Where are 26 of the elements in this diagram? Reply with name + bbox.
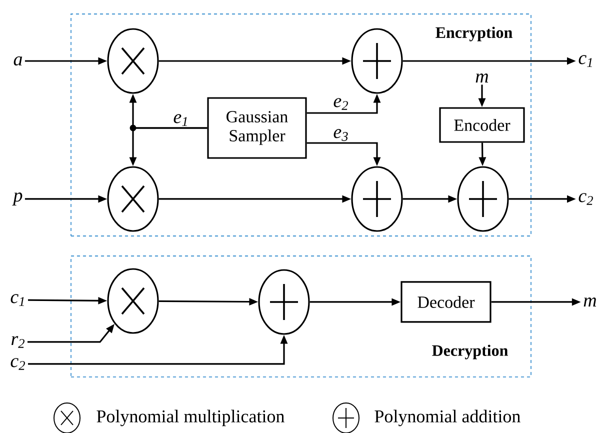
multiplier-circle xyxy=(107,268,159,334)
adder-circle xyxy=(351,166,403,232)
signal-label: p xyxy=(12,192,22,206)
adder-circle xyxy=(457,166,509,232)
signal-label: r$_{2}$ xyxy=(12,336,24,348)
adder-circle xyxy=(351,28,403,94)
legend-text: Polynomial addition xyxy=(374,410,520,426)
signal-label: c$_{2}$ xyxy=(10,358,25,370)
edge-label: e$_{1}$ xyxy=(172,113,190,127)
signal-label: m xyxy=(476,74,488,82)
signal-label: c$_{2}$ xyxy=(578,193,593,205)
signal-label: a xyxy=(14,56,22,66)
process-box: Encoder xyxy=(439,107,525,143)
edge-label: e$_{2}$ xyxy=(332,97,350,111)
process-box: Decoder xyxy=(400,281,492,323)
signal-label: c$_{1}$ xyxy=(10,294,24,306)
multiplier-circle xyxy=(107,166,159,232)
section-title: Encryption xyxy=(436,26,512,42)
signal-label: c$_{1}$ xyxy=(578,55,592,67)
adder-circle xyxy=(258,269,310,335)
multiplier-circle xyxy=(107,28,159,94)
edge-label: e$_{3}$ xyxy=(332,128,350,142)
signal-label: m xyxy=(584,298,596,306)
legend-text: Polynomial multiplication xyxy=(96,410,284,426)
section-title: Decryption xyxy=(432,344,508,360)
process-box: Gaussian Sampler xyxy=(207,97,307,159)
